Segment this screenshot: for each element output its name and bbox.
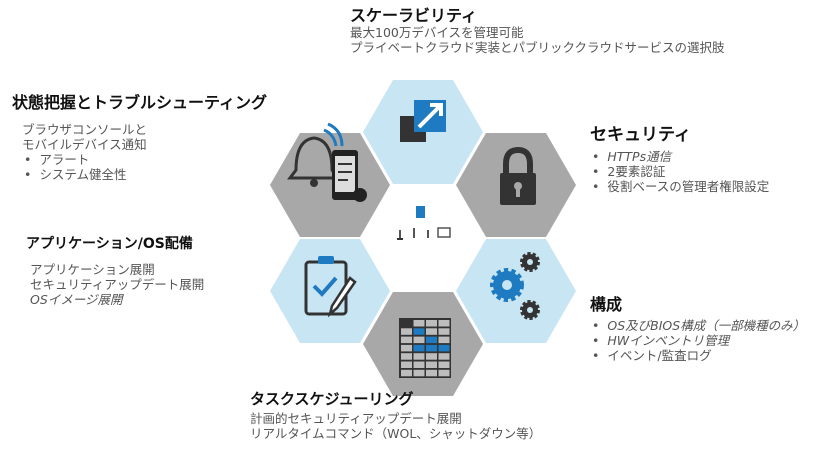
security-block: セキュリティ HTTPs通信 2要素認証 役割ベースの管理者権限設定 xyxy=(590,125,769,195)
deployment-line: セキュリティアップデート展開 xyxy=(30,277,205,292)
grid-cell xyxy=(413,353,425,360)
monitoring-line: ブラウザコンソールと xyxy=(22,122,148,137)
grid-cell xyxy=(401,336,412,344)
deployment-block: アプリケーション/OS配備 アプリケーション展開 セキュリティアップデート展開 … xyxy=(26,236,205,308)
scale-up-icon xyxy=(400,100,446,142)
grid-cell xyxy=(426,353,437,360)
scalability-title: スケーラビリティ xyxy=(350,6,478,25)
network-devices-icon xyxy=(397,206,451,240)
scalability-block: スケーラビリティ 最大100万デバイスを管理可能 プライベートクラウド実装とパブ… xyxy=(350,6,725,56)
grid-cell xyxy=(413,369,425,377)
deployment-line: アプリケーション展開 xyxy=(30,262,155,277)
grid-cell xyxy=(426,344,437,352)
grid-cell xyxy=(413,336,425,344)
scheduling-title: タスクスケジューリング xyxy=(250,390,414,408)
monitoring-bullet: システム健全性 xyxy=(22,167,267,182)
hex-deployment xyxy=(270,239,390,343)
scalability-line: 最大100万デバイスを管理可能 xyxy=(350,25,524,40)
security-bullet: HTTPs通信 xyxy=(590,149,769,164)
grid-cell xyxy=(401,361,412,368)
hex-monitoring xyxy=(270,133,390,237)
grid-cell xyxy=(438,320,450,327)
hex-center xyxy=(363,186,483,290)
grid-cell xyxy=(438,344,450,352)
grid-cell xyxy=(413,328,425,335)
grid-cell xyxy=(401,320,412,327)
lock-icon xyxy=(500,146,536,205)
security-bullet: 役割ベースの管理者権限設定 xyxy=(590,179,769,194)
grid-cell xyxy=(413,361,425,368)
scheduling-block: タスクスケジューリング 計画的セキュリティアップデート展開 リアルタイムコマンド… xyxy=(250,390,542,442)
scheduling-line: リアルタイムコマンド（WOL、シャットダウン等） xyxy=(250,426,542,441)
grid-cell xyxy=(401,369,412,377)
configuration-bullet: OS及びBIOS構成（一部機種のみ） xyxy=(590,318,805,333)
grid-cell xyxy=(438,361,450,368)
monitoring-line: モバイルデバイス通知 xyxy=(22,137,147,152)
grid-cell xyxy=(438,336,450,344)
clipboard-check-icon xyxy=(304,256,357,318)
grid-cell xyxy=(438,369,450,377)
grid-cell xyxy=(438,353,450,360)
security-title: セキュリティ xyxy=(590,125,691,145)
deployment-title: アプリケーション/OS配備 xyxy=(26,236,193,252)
grid-cell xyxy=(401,344,412,352)
grid-cell xyxy=(426,336,437,344)
scheduling-line: 計画的セキュリティアップデート展開 xyxy=(250,411,462,426)
schedule-grid-icon xyxy=(399,318,451,378)
bell-notification-icon xyxy=(287,122,367,202)
scalability-line: プライベートクラウド実装とパブリッククラウドサービスの選択肢 xyxy=(350,40,725,55)
grid-cell xyxy=(401,353,412,360)
grid-cell xyxy=(426,328,437,335)
deployment-line: OSイメージ展開 xyxy=(30,292,123,307)
grid-cell xyxy=(413,344,425,352)
configuration-block: 構成 OS及びBIOS構成（一部機種のみ） HWインベントリ管理 イベント/監査… xyxy=(590,295,805,364)
grid-cell xyxy=(426,320,437,327)
grid-cell xyxy=(426,369,437,377)
configuration-bullet: HWインベントリ管理 xyxy=(590,333,805,348)
configuration-bullet: イベント/監査ログ xyxy=(590,348,805,363)
monitoring-title: 状態把握とトラブルシューティング xyxy=(12,93,268,112)
monitoring-block: 状態把握とトラブルシューティング ブラウザコンソールと モバイルデバイス通知 ア… xyxy=(12,93,268,183)
configuration-title: 構成 xyxy=(590,295,623,314)
grid-cell xyxy=(426,361,437,368)
grid-cell xyxy=(401,328,412,335)
security-bullet: 2要素認証 xyxy=(590,164,769,179)
monitoring-bullet: アラート xyxy=(22,152,267,167)
grid-cell xyxy=(438,328,450,335)
gears-icon xyxy=(490,252,540,320)
grid-cell xyxy=(413,320,425,327)
